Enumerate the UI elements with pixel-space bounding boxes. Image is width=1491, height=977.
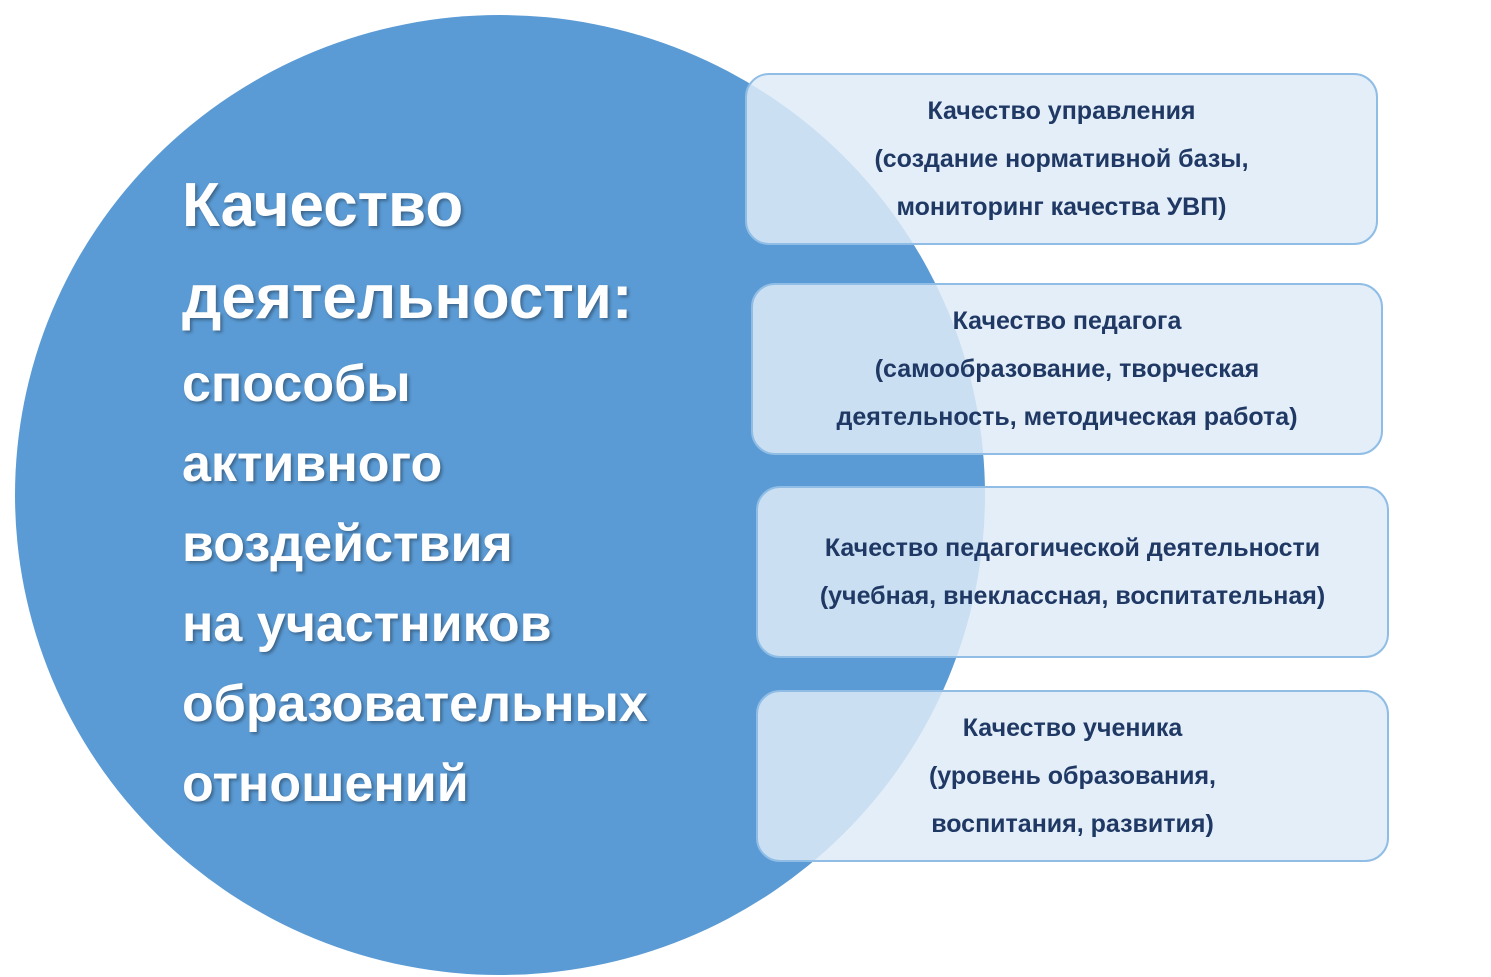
main-body-line: способы	[182, 355, 411, 413]
management-quality-box: Качество управления (создание нормативно…	[745, 73, 1378, 245]
box-title: Качество педагога	[952, 307, 1182, 335]
main-body-line: отношений	[182, 755, 469, 813]
box-line: (уровень образования,	[928, 762, 1216, 790]
main-body-line: на участников	[182, 595, 552, 653]
box-line: (самообразование, творческая	[874, 355, 1260, 383]
box-line: (создание нормативной базы,	[874, 145, 1249, 173]
box-line: воспитания, развития)	[931, 810, 1214, 838]
box-line: (учебная, внеклассная, воспитательная)	[819, 582, 1326, 610]
box-title: Качество управления	[927, 97, 1196, 125]
main-body-line: активного	[182, 435, 443, 493]
teacher-quality-box: Качество педагога (самообразование, твор…	[751, 283, 1383, 455]
teaching-activity-quality-box: Качество педагогической деятельности (уч…	[756, 486, 1389, 658]
main-heading-line: Качество	[182, 171, 464, 240]
main-body-line: образовательных	[182, 675, 648, 733]
student-quality-box: Качество ученика (уровень образования, в…	[756, 690, 1389, 862]
box-line: деятельность, методическая работа)	[836, 403, 1298, 431]
box-line: мониторинг качества УВП)	[896, 193, 1227, 221]
box-title: Качество ученика	[962, 714, 1183, 742]
box-title: Качество педагогической деятельности	[824, 534, 1321, 562]
main-body-line: воздействия	[182, 515, 513, 573]
main-title: Качество деятельности: способы активного…	[182, 160, 648, 824]
main-heading-line: деятельности:	[182, 263, 633, 332]
